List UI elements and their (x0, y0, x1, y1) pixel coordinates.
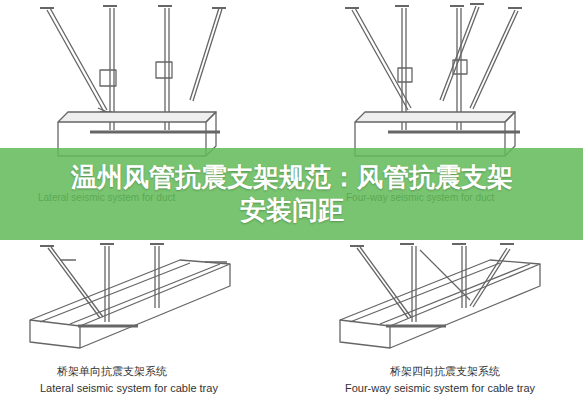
caption-label: 桥架四向抗震支架系统 (390, 364, 500, 379)
duct-fourway-drawing (345, 4, 522, 156)
caption-label: 桥架单向抗震支架系统 (57, 364, 167, 379)
tray-fourway-drawing (340, 244, 540, 348)
duct-lateral-drawing (40, 6, 226, 156)
banner-title: 温州风管抗震支架规范：风管抗震支架安装间距 (67, 161, 517, 227)
caption-label: Four-way seismic system for cable tray (345, 382, 535, 394)
caption-label: Lateral seismic system for cable tray (40, 382, 218, 394)
tray-lateral-drawing (30, 244, 230, 348)
title-band: 温州风管抗震支架规范：风管抗震支架安装间距 (0, 148, 583, 240)
